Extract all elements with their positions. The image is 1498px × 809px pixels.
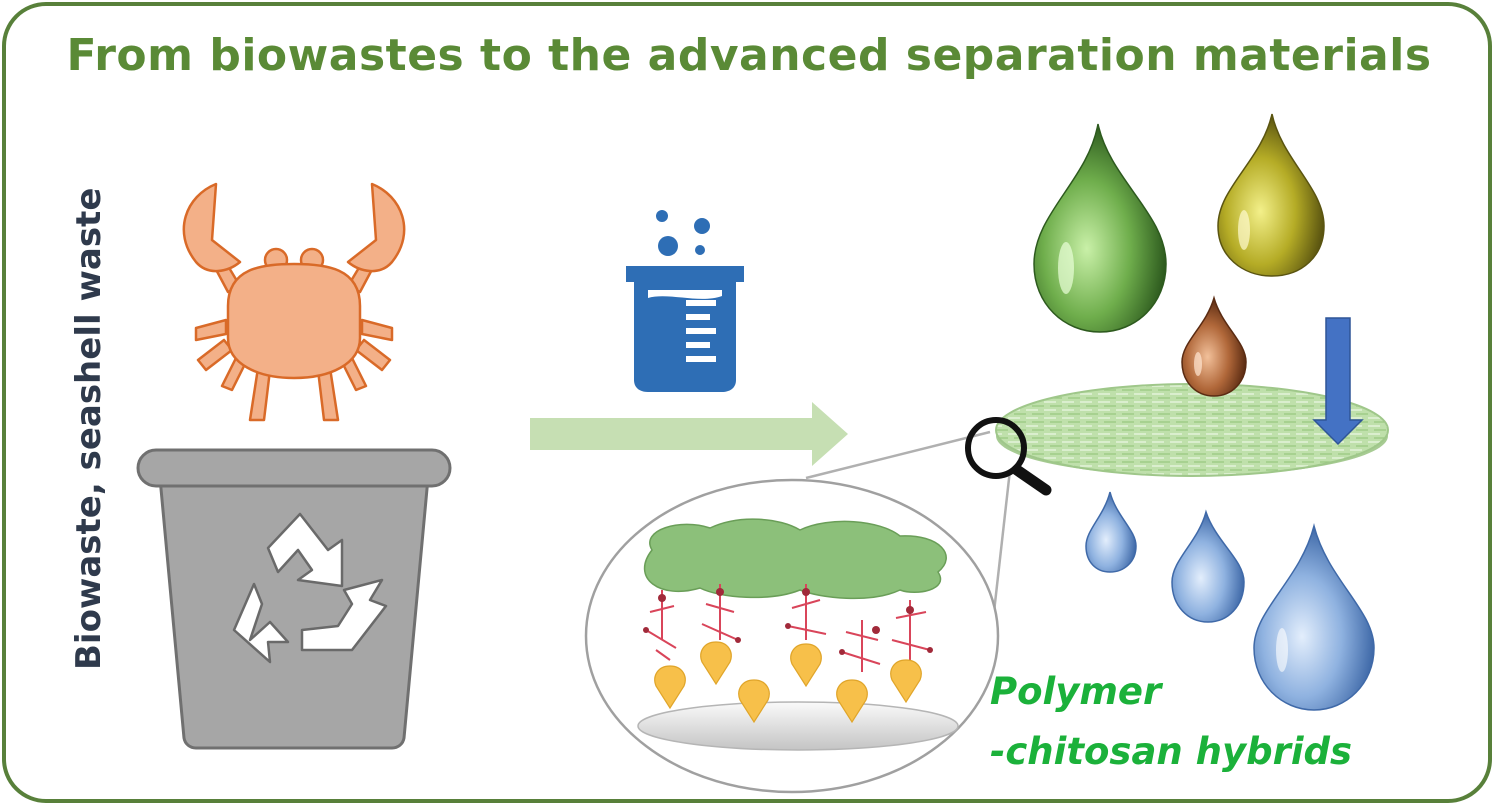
product-label-line2: -chitosan hybrids: [990, 730, 1353, 773]
crab-icon: [182, 182, 406, 422]
product-label-line1: Polymer: [990, 670, 1162, 713]
molecular-zoom-view: [584, 478, 1000, 794]
zoom-line-bottom: [992, 469, 1012, 613]
oil-drop-brown-icon: [1181, 295, 1247, 397]
beaker-icon: [626, 210, 744, 392]
magnifier-icon: [965, 417, 1052, 496]
diagram-title: From biowastes to the advanced separatio…: [66, 30, 1432, 81]
process-arrow-icon: [530, 402, 848, 466]
down-arrow-icon: [1312, 317, 1364, 446]
oil-drop-olive-icon: [1217, 113, 1325, 277]
water-drop-large-icon: [1253, 523, 1375, 711]
recycle-bin-icon: [136, 448, 452, 750]
membrane-disk: [995, 383, 1389, 477]
oil-drop-green-icon: [1033, 123, 1167, 333]
water-drop-medium-icon: [1171, 509, 1245, 623]
zoom-line-top: [805, 430, 991, 480]
water-drop-small-icon: [1085, 491, 1137, 573]
